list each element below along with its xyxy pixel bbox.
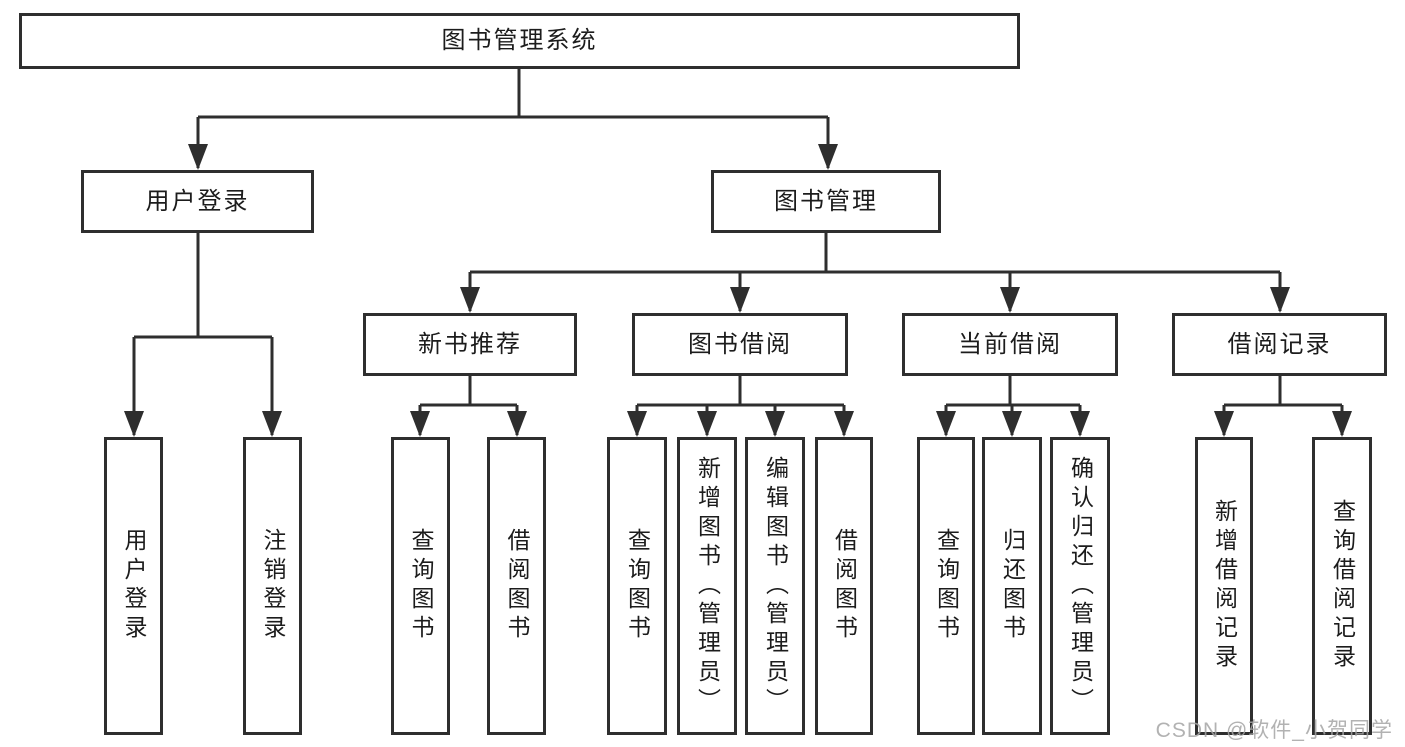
node-borrowing-records: 借阅记录: [1172, 313, 1387, 376]
node-book-borrowing: 图书借阅: [632, 313, 848, 376]
leaf-confirm-return-admin: 确认归还（管理员）: [1050, 437, 1110, 735]
node-label: 借阅图书: [504, 528, 530, 644]
node-label: 用户登录: [145, 187, 250, 215]
node-label: 确认归还（管理员）: [1067, 455, 1094, 717]
node-label: 查询借阅记录: [1329, 499, 1356, 673]
node-current-borrowing: 当前借阅: [902, 313, 1118, 376]
leaf-return-books: 归还图书: [982, 437, 1042, 735]
node-label: 查询图书: [933, 528, 960, 644]
node-label: 新书推荐: [418, 330, 522, 358]
leaf-borrow-books-borrowing: 借阅图书: [815, 437, 873, 735]
node-label: 编辑图书（管理员）: [762, 455, 789, 717]
node-label: 用户登录: [121, 528, 147, 644]
node-label: 新增图书（管理员）: [694, 455, 721, 717]
leaf-add-borrow-record: 新增借阅记录: [1195, 437, 1253, 735]
node-label: 查询图书: [408, 528, 434, 644]
leaf-query-books-current: 查询图书: [917, 437, 975, 735]
node-label: 借阅记录: [1227, 330, 1332, 358]
node-new-book-recommend: 新书推荐: [363, 313, 577, 376]
connector-strokes: [132, 69, 1344, 435]
leaf-add-books-admin: 新增图书（管理员）: [677, 437, 737, 735]
leaf-logout: 注销登录: [243, 437, 302, 735]
node-library-system: 图书管理系统: [19, 13, 1020, 69]
node-label: 图书管理系统: [441, 27, 598, 54]
leaf-query-borrow-record: 查询借阅记录: [1312, 437, 1372, 735]
leaf-user-login: 用户登录: [104, 437, 163, 735]
csdn-watermark: CSDN @软件_小贺同学: [1155, 719, 1393, 742]
leaf-query-books-borrowing: 查询图书: [607, 437, 667, 735]
node-label: 归还图书: [999, 528, 1026, 644]
node-label: 图书借阅: [688, 330, 792, 358]
arrowheads: [124, 144, 1352, 437]
leaf-borrow-books-recommend: 借阅图书: [487, 437, 546, 735]
node-label: 借阅图书: [831, 528, 858, 644]
node-label: 查询图书: [624, 528, 651, 644]
leaf-edit-books-admin: 编辑图书（管理员）: [745, 437, 805, 735]
node-label: 新增借阅记录: [1211, 499, 1238, 673]
node-user-login-group: 用户登录: [81, 170, 314, 233]
node-book-management: 图书管理: [711, 170, 941, 233]
leaf-query-books-recommend: 查询图书: [391, 437, 450, 735]
node-label: 注销登录: [260, 528, 286, 644]
node-label: 当前借阅: [958, 330, 1062, 358]
node-label: 图书管理: [774, 187, 878, 215]
